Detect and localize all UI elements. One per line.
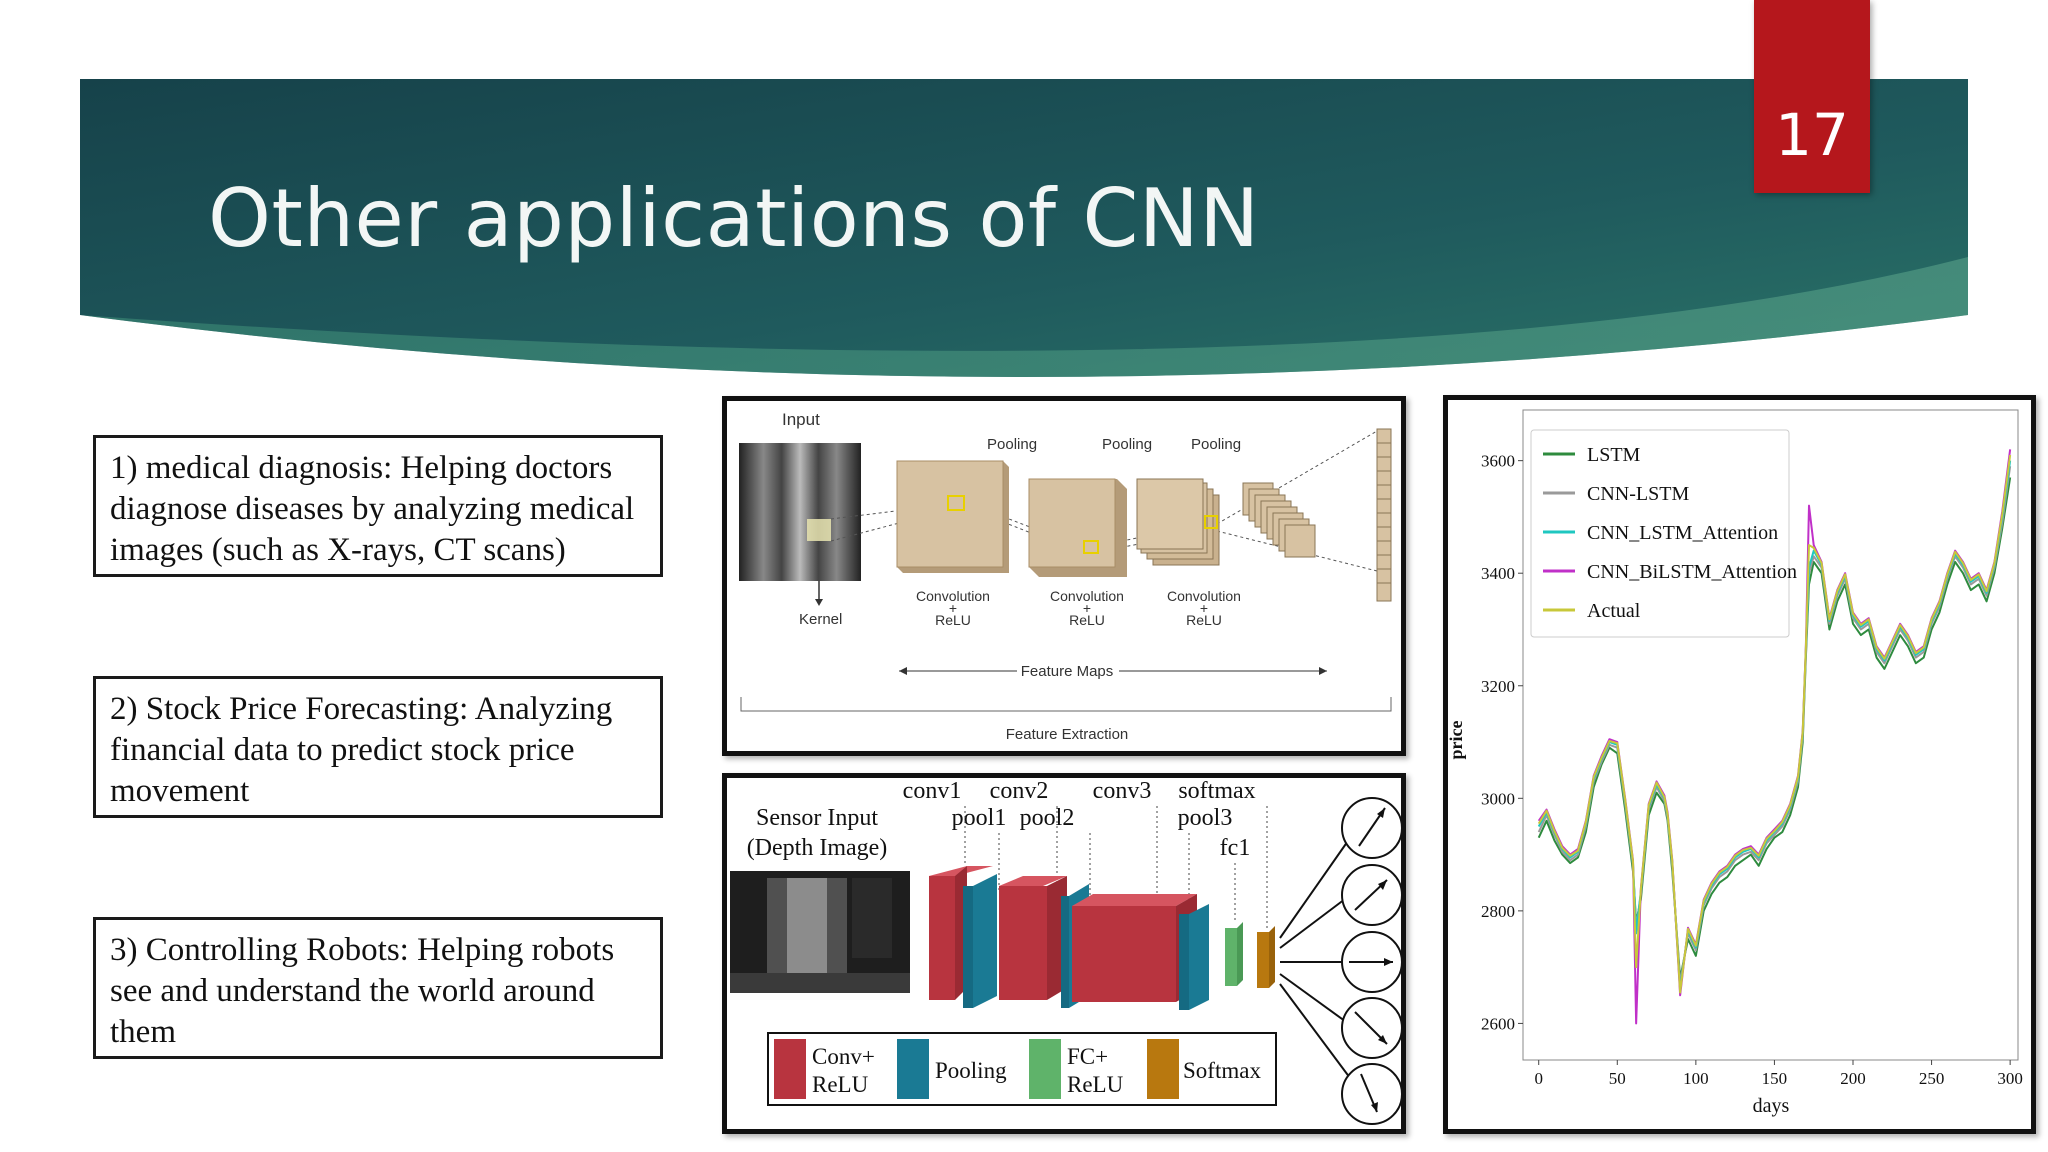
slide-number-badge: 17 (1754, 0, 1870, 193)
conv-plus-1: + (949, 600, 957, 616)
application-box-stock: 2) Stock Price Forecasting: Analyzing fi… (93, 676, 663, 818)
output-direction-2 (1341, 864, 1403, 926)
softmax-label: softmax (1178, 778, 1255, 804)
legend-swatch-conv (774, 1039, 806, 1099)
softmax-block (1257, 926, 1275, 988)
feature-extraction-label: Feature Extraction (1006, 726, 1129, 743)
xray-image (739, 443, 861, 581)
y-tick-label: 2800 (1481, 902, 1515, 921)
pooling-label-3: Pooling (1191, 436, 1241, 453)
application-box-medical: 1) medical diagnosis: Helping doctors di… (93, 435, 663, 577)
feature-map-2 (1028, 478, 1127, 577)
legend-label-pooling: Pooling (935, 1058, 1007, 1083)
relu-label-3: ReLU (1186, 612, 1222, 628)
conv-label-2: Convolution (1050, 588, 1124, 604)
x-tick-label: 100 (1683, 1069, 1709, 1088)
slide-title: Other applications of CNN (208, 172, 1260, 265)
conv1-label: conv1 (903, 778, 962, 804)
x-axis-label: days (1753, 1095, 1790, 1117)
conv1-block (929, 866, 997, 1008)
application-text: 3) Controlling Robots: Helping robots se… (110, 932, 615, 1050)
kernel-label: Kernel (799, 611, 842, 628)
legend-entry-label: Actual (1587, 600, 1641, 622)
x-tick-label: 200 (1840, 1069, 1866, 1088)
fc1-label: fc1 (1220, 835, 1251, 861)
application-text: 1) medical diagnosis: Helping doctors di… (110, 450, 635, 568)
conv-label-3: Convolution (1167, 588, 1241, 604)
y-tick-label: 2600 (1481, 1014, 1515, 1033)
conv-plus-2: + (1083, 600, 1091, 616)
cnn-medical-diagram: Input Kernel (722, 396, 1406, 756)
y-tick-label: 3600 (1481, 452, 1515, 471)
chart-axes: 2600 2800 3000 3200 3400 3600 0 50 100 150 200 250 3… (1481, 409, 2023, 1088)
sensor-input-label: Sensor Input (756, 805, 878, 831)
depth-image (730, 871, 910, 993)
output-direction-1 (1341, 797, 1403, 859)
y-tick-label: 3000 (1481, 789, 1515, 808)
application-text: 2) Stock Price Forecasting: Analyzing fi… (110, 691, 613, 809)
x-tick-label: 0 (1534, 1069, 1543, 1088)
x-tick-label: 250 (1919, 1069, 1945, 1088)
conv3-label: conv3 (1093, 778, 1152, 804)
feature-maps-label: Feature Maps (1021, 663, 1114, 680)
feature-map-3 (1136, 478, 1220, 566)
robot-cnn-diagram: Sensor Input (Depth Image) conv1 conv2 c… (722, 773, 1406, 1134)
application-box-robots: 3) Controlling Robots: Helping robots se… (93, 917, 663, 1059)
y-tick-label: 3200 (1481, 677, 1515, 696)
pooling-label-1: Pooling (987, 436, 1037, 453)
output-direction-5 (1341, 1063, 1403, 1125)
legend-entry-label: CNN_BiLSTM_Attention (1587, 561, 1797, 583)
series-line-actual (1537, 454, 2012, 994)
plot-frame (1522, 409, 2019, 1061)
legend-label-fc-1: FC+ (1067, 1044, 1108, 1069)
chart-legend (1530, 429, 1790, 638)
legend-swatch-softmax (1147, 1039, 1179, 1099)
y-axis-label: price (1448, 721, 1466, 760)
layer-legend: Conv+ ReLU Pooling FC+ ReLU Softmax (767, 1032, 1277, 1106)
legend-entry-label: CNN_LSTM_Attention (1587, 522, 1778, 544)
fc1-block (1225, 922, 1243, 986)
conv-label-1: Convolution (916, 588, 990, 604)
input-label: Input (782, 410, 820, 429)
feature-map-1 (896, 460, 1009, 573)
pooling-label-2: Pooling (1102, 436, 1152, 453)
feature-map-4 (1242, 482, 1316, 558)
output-direction-3 (1341, 931, 1403, 993)
y-tick-label: 3400 (1481, 564, 1515, 583)
legend-entry-label: LSTM (1587, 444, 1641, 466)
x-tick-label: 150 (1762, 1069, 1788, 1088)
conv-plus-3: + (1200, 600, 1208, 616)
legend-label-conv-1: Conv+ (812, 1044, 875, 1069)
x-tick-label: 300 (1997, 1069, 2023, 1088)
legend-label-fc-2: ReLU (1067, 1072, 1124, 1097)
title-banner (80, 79, 1968, 377)
legend-entry-label: CNN-LSTM (1587, 483, 1689, 505)
pool2-label: pool2 (1020, 805, 1075, 831)
kernel-window (807, 519, 831, 541)
legend-label-softmax: Softmax (1183, 1058, 1261, 1083)
slide-number: 17 (1775, 101, 1849, 169)
legend-swatch-fc (1029, 1039, 1061, 1099)
pool3-label: pool3 (1178, 805, 1233, 831)
stock-price-chart: 2600 2800 3000 3200 3400 3600 0 50 100 150 200 250 3… (1443, 395, 2036, 1134)
legend-swatch-pooling (897, 1039, 929, 1099)
output-direction-4 (1341, 997, 1403, 1059)
legend-label-conv-2: ReLU (812, 1072, 869, 1097)
conv2-label: conv2 (990, 778, 1049, 804)
x-tick-label: 50 (1609, 1069, 1626, 1088)
depth-image-label: (Depth Image) (747, 835, 888, 861)
pool1-label: pool1 (952, 805, 1007, 831)
relu-label-2: ReLU (1069, 612, 1105, 628)
flattened-vector (1376, 428, 1392, 602)
conv3-block (1072, 894, 1209, 1010)
relu-label-1: ReLU (935, 612, 971, 628)
